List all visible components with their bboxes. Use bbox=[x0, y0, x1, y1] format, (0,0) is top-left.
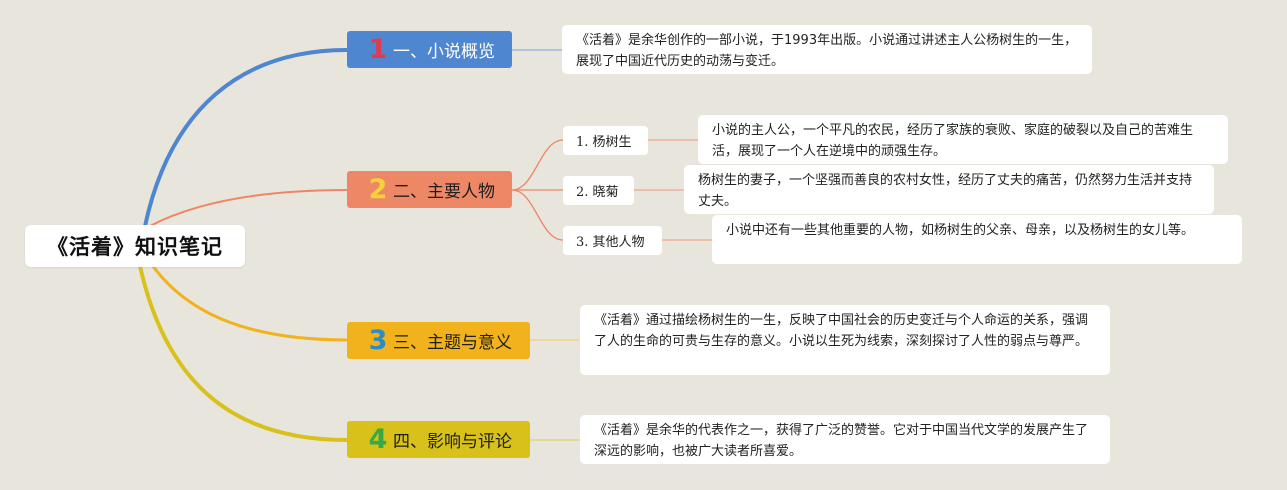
note-impact[interactable]: 《活着》是余华的代表作之一，获得了广泛的赞誉。它对于中国当代文学的发展产生了深远… bbox=[580, 415, 1110, 464]
connector-branch2-sub1 bbox=[511, 139, 564, 191]
note-overview[interactable]: 《活着》是余华创作的一部小说，于1993年出版。小说通过讲述主人公杨树生的一生，… bbox=[562, 25, 1092, 74]
branch-overview[interactable]: 1 一、小说概览 bbox=[347, 31, 512, 68]
note-text: 《活着》是余华的代表作之一，获得了广泛的赞誉。它对于中国当代文学的发展产生了深远… bbox=[594, 423, 1089, 459]
note-text: 杨树生的妻子，一个坚强而善良的农村女性，经历了丈夫的痛苦，仍然努力生活并支持丈夫… bbox=[698, 173, 1193, 209]
connector-root-branch4 bbox=[138, 265, 348, 442]
subnode-other-characters[interactable]: 3. 其他人物 bbox=[563, 226, 662, 255]
connector-root-branch3 bbox=[148, 261, 348, 342]
connector-root-branch1 bbox=[143, 48, 348, 227]
branch-number-2: 2 bbox=[368, 174, 388, 205]
subnode-yang-shusheng[interactable]: 1. 杨树生 bbox=[563, 126, 648, 155]
note-text: 小说的主人公，一个平凡的农民，经历了家族的衰败、家庭的破裂以及自己的苦难生活，展… bbox=[712, 123, 1194, 159]
note-yang-shusheng[interactable]: 小说的主人公，一个平凡的农民，经历了家族的衰败、家庭的破裂以及自己的苦难生活，展… bbox=[698, 115, 1228, 164]
note-text: 《活着》是余华创作的一部小说，于1993年出版。小说通过讲述主人公杨树生的一生，… bbox=[576, 33, 1078, 69]
root-node[interactable]: 《活着》知识笔记 bbox=[25, 225, 245, 267]
subnode-label: 2. 晓菊 bbox=[576, 185, 619, 200]
subnode-label: 1. 杨树生 bbox=[576, 135, 632, 150]
branch-label: 四、影响与评论 bbox=[393, 432, 512, 452]
connector-branch2-sub3 bbox=[511, 189, 564, 241]
note-other-characters[interactable]: 小说中还有一些其他重要的人物，如杨树生的父亲、母亲，以及杨树生的女儿等。 bbox=[712, 215, 1242, 264]
root-title: 《活着》知识笔记 bbox=[47, 235, 223, 259]
branch-number-3: 3 bbox=[368, 325, 388, 356]
note-text: 小说中还有一些其他重要的人物，如杨树生的父亲、母亲，以及杨树生的女儿等。 bbox=[726, 223, 1195, 238]
branch-themes[interactable]: 3 三、主题与意义 bbox=[347, 322, 530, 359]
branch-label: 二、主要人物 bbox=[393, 182, 495, 202]
subnode-label: 3. 其他人物 bbox=[576, 235, 645, 250]
branch-number-1: 1 bbox=[368, 34, 388, 65]
branch-label: 三、主题与意义 bbox=[393, 333, 512, 353]
branch-number-4: 4 bbox=[368, 424, 388, 455]
branch-impact[interactable]: 4 四、影响与评论 bbox=[347, 421, 530, 458]
branch-label: 一、小说概览 bbox=[393, 42, 495, 62]
connector-root-branch2 bbox=[149, 189, 348, 227]
branch-characters[interactable]: 2 二、主要人物 bbox=[347, 171, 512, 208]
subnode-xiaoju[interactable]: 2. 晓菊 bbox=[563, 176, 634, 205]
note-xiaoju[interactable]: 杨树生的妻子，一个坚强而善良的农村女性，经历了丈夫的痛苦，仍然努力生活并支持丈夫… bbox=[684, 165, 1214, 214]
note-themes[interactable]: 《活着》通过描绘杨树生的一生，反映了中国社会的历史变迁与个人命运的关系，强调了人… bbox=[580, 305, 1110, 375]
note-text: 《活着》通过描绘杨树生的一生，反映了中国社会的历史变迁与个人命运的关系，强调了人… bbox=[594, 313, 1089, 349]
